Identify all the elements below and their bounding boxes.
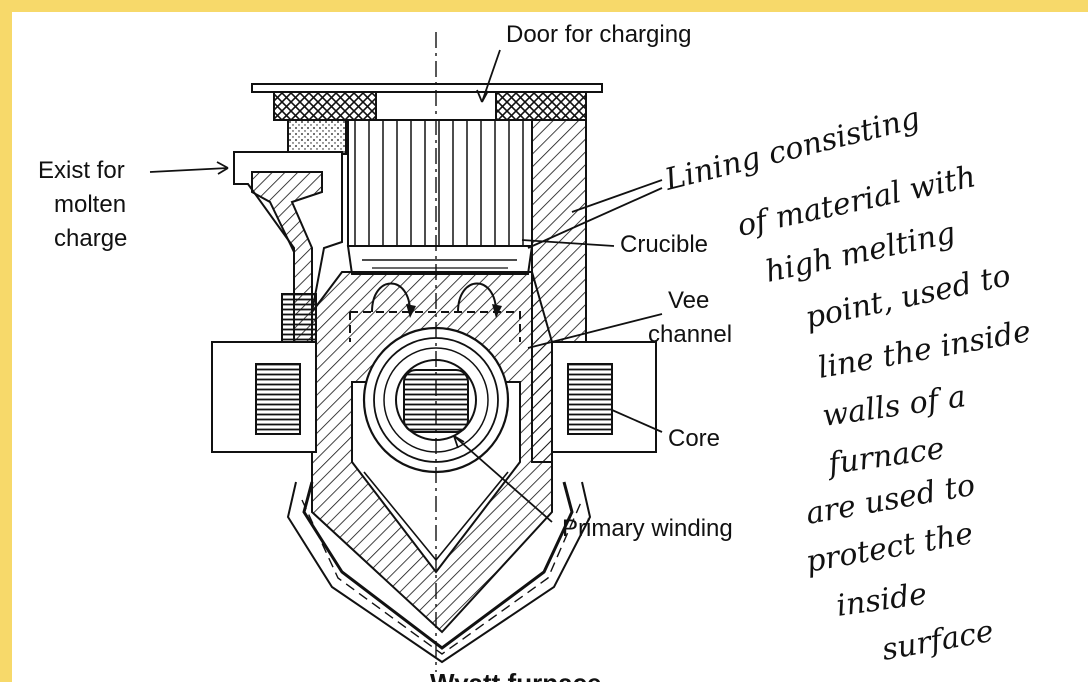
label-crucible: Crucible: [620, 231, 708, 258]
label-vee: Vee: [668, 287, 709, 314]
handwritten-note: Lining consisting of material with high …: [660, 101, 1033, 668]
core: [211, 341, 657, 453]
label-door-for-charging: Door for charging: [506, 21, 691, 48]
crucible: [346, 119, 534, 275]
label-core: Core: [668, 425, 720, 452]
hand-line-11: surface: [879, 614, 996, 668]
hand-line-10: inside: [834, 577, 929, 624]
wyatt-furnace-diagram: Door for charging Exist for molten charg…: [38, 21, 1033, 682]
label-exit-line2: molten: [54, 191, 126, 218]
label-exit-line3: charge: [54, 225, 127, 252]
hand-line-6: walls of a: [820, 379, 968, 434]
vee-channel: [349, 282, 521, 342]
leader-lines: [149, 49, 663, 523]
diagram-frame: Door for charging Exist for molten charg…: [12, 12, 1088, 682]
label-channel: channel: [648, 321, 732, 348]
figure-caption: Wyatt furnace: [430, 668, 601, 682]
label-primary-winding: Primary winding: [562, 515, 733, 542]
label-exit-line1: Exist for: [38, 157, 125, 184]
furnace-lid: [251, 83, 603, 155]
